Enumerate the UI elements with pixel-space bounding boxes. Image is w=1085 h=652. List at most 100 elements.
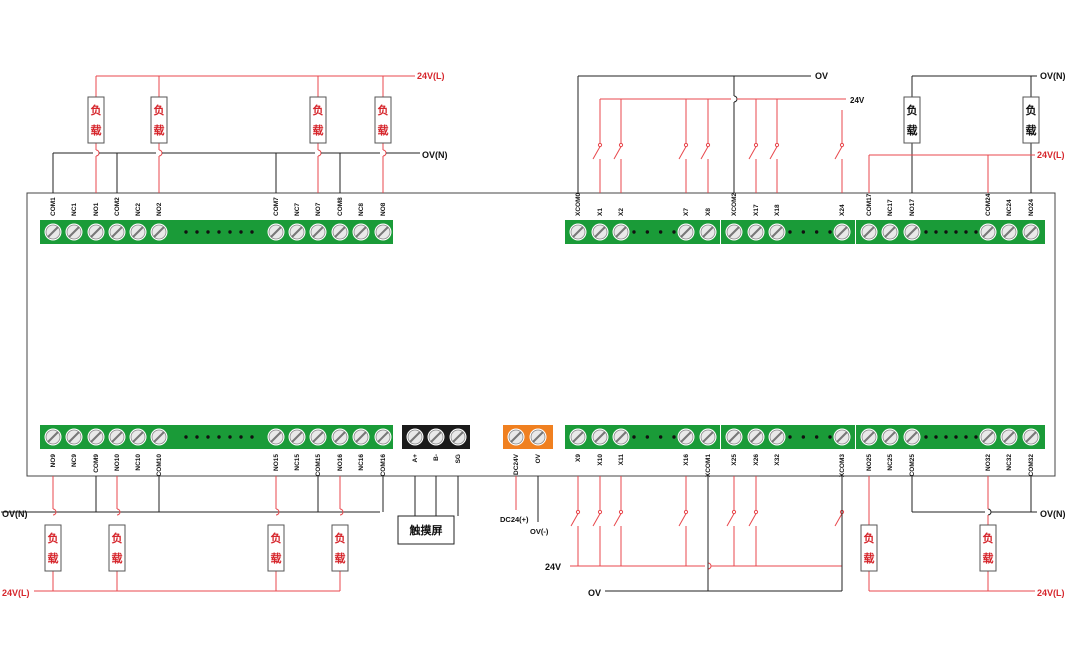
- wire-hop: [116, 508, 121, 516]
- screw-slot: [750, 226, 762, 238]
- load-char: 负: [48, 531, 59, 545]
- pin-label: NO8: [380, 202, 387, 216]
- pin-label: NC16: [358, 454, 365, 471]
- switch-blade: [678, 513, 687, 527]
- screw-slot: [452, 431, 464, 443]
- screw-slot: [409, 431, 421, 443]
- terminal-block-top-x2: [721, 220, 855, 244]
- pin-label: NO7: [315, 202, 322, 216]
- ellipsis-dot: [206, 230, 210, 234]
- screw-slot: [702, 431, 714, 443]
- pin-label: NO17: [909, 199, 916, 216]
- screw-slot: [90, 226, 102, 238]
- pin-label: COM10: [156, 454, 163, 477]
- rail-label-bot-right-0v: OV(N): [1040, 509, 1066, 519]
- switch-contact: [753, 509, 759, 515]
- pin-label: B-: [433, 454, 440, 461]
- wire-hop: [158, 149, 163, 157]
- load-char: 负: [378, 103, 389, 117]
- pin-label: NC2: [135, 203, 142, 216]
- ellipsis-dot: [801, 435, 806, 439]
- load-char: 载: [378, 123, 389, 137]
- screw-slot: [312, 226, 324, 238]
- load-char: 负: [983, 531, 994, 545]
- screw-slot: [615, 226, 627, 238]
- pin-label: NO24: [1028, 199, 1035, 216]
- screw-slot: [153, 431, 165, 443]
- screw-slot: [982, 226, 994, 238]
- screw-slot: [111, 431, 123, 443]
- screw-slot: [47, 431, 59, 443]
- ellipsis-dot: [228, 435, 232, 439]
- load-char: 载: [48, 551, 59, 565]
- screw-slot: [377, 431, 389, 443]
- switch-blade: [769, 146, 778, 160]
- screw-slot: [90, 431, 102, 443]
- screw-slot: [132, 431, 144, 443]
- load-box: [108, 524, 126, 572]
- pin-label: NC15: [294, 454, 301, 471]
- screw-slot: [906, 226, 918, 238]
- ellipsis-dot: [814, 230, 819, 234]
- screw-slot: [982, 431, 994, 443]
- switch-contact: [731, 509, 737, 515]
- rail-label-bot-mid-24v: 24V: [545, 562, 561, 572]
- screw-slot: [594, 226, 606, 238]
- ellipsis-dot: [944, 435, 948, 439]
- ellipsis-dot: [934, 230, 938, 234]
- pin-label: NO15: [273, 454, 280, 471]
- screw-slot: [532, 431, 544, 443]
- screw-slot: [355, 226, 367, 238]
- ellipsis-dot: [184, 435, 188, 439]
- pin-label: DC24V: [513, 453, 520, 475]
- switch-blade: [592, 513, 601, 527]
- ellipsis-dot: [964, 230, 968, 234]
- screw-slot: [510, 431, 522, 443]
- terminal-block-bot-x2: [721, 425, 855, 449]
- screw-slot: [884, 431, 896, 443]
- screw-slot: [906, 431, 918, 443]
- screw-slot: [884, 226, 896, 238]
- screw-slot: [771, 226, 783, 238]
- rail-label-bot-right-24v: 24V(L): [1037, 588, 1065, 598]
- pin-label: X10: [597, 454, 604, 466]
- ellipsis-dot: [195, 230, 199, 234]
- screw-slot: [680, 226, 692, 238]
- pin-label: COM24: [985, 193, 992, 216]
- pin-label: X18: [774, 204, 781, 216]
- rail-label-top-right-24v: 24V(L): [1037, 150, 1065, 160]
- ellipsis-dot: [974, 230, 978, 234]
- screw-slot: [291, 431, 303, 443]
- pin-label: X25: [731, 454, 738, 466]
- ellipsis-dot: [672, 230, 676, 234]
- screw-slot: [728, 431, 740, 443]
- ellipsis-dot: [239, 435, 243, 439]
- load-box: [979, 524, 997, 572]
- rail-label-bot-mid-0v: OV: [588, 588, 601, 598]
- screw-slot: [572, 431, 584, 443]
- ellipsis-dot: [974, 435, 978, 439]
- ellipsis-dot: [250, 435, 254, 439]
- screw-slot: [355, 431, 367, 443]
- ellipsis-dot: [954, 435, 958, 439]
- pin-label: COM16: [380, 454, 387, 477]
- screw-slot: [270, 226, 282, 238]
- load-char: 负: [864, 531, 875, 545]
- screw-slot: [68, 431, 80, 443]
- ellipsis-dot: [828, 435, 832, 439]
- load-char: 载: [313, 123, 324, 137]
- pin-label: COM8: [337, 197, 344, 216]
- screw-slot: [270, 431, 282, 443]
- wire-hop: [987, 508, 992, 516]
- screw-slot: [377, 226, 389, 238]
- pin-label: NO1: [93, 202, 100, 216]
- load-char: 负: [271, 531, 282, 545]
- pin-label: X1: [597, 208, 604, 216]
- load-char: 载: [335, 551, 346, 565]
- load-char: 负: [907, 103, 918, 117]
- wires-layer: [1, 75, 1037, 592]
- ellipsis-dot: [239, 230, 243, 234]
- wire-hop: [95, 149, 100, 157]
- switch-contact: [618, 509, 624, 515]
